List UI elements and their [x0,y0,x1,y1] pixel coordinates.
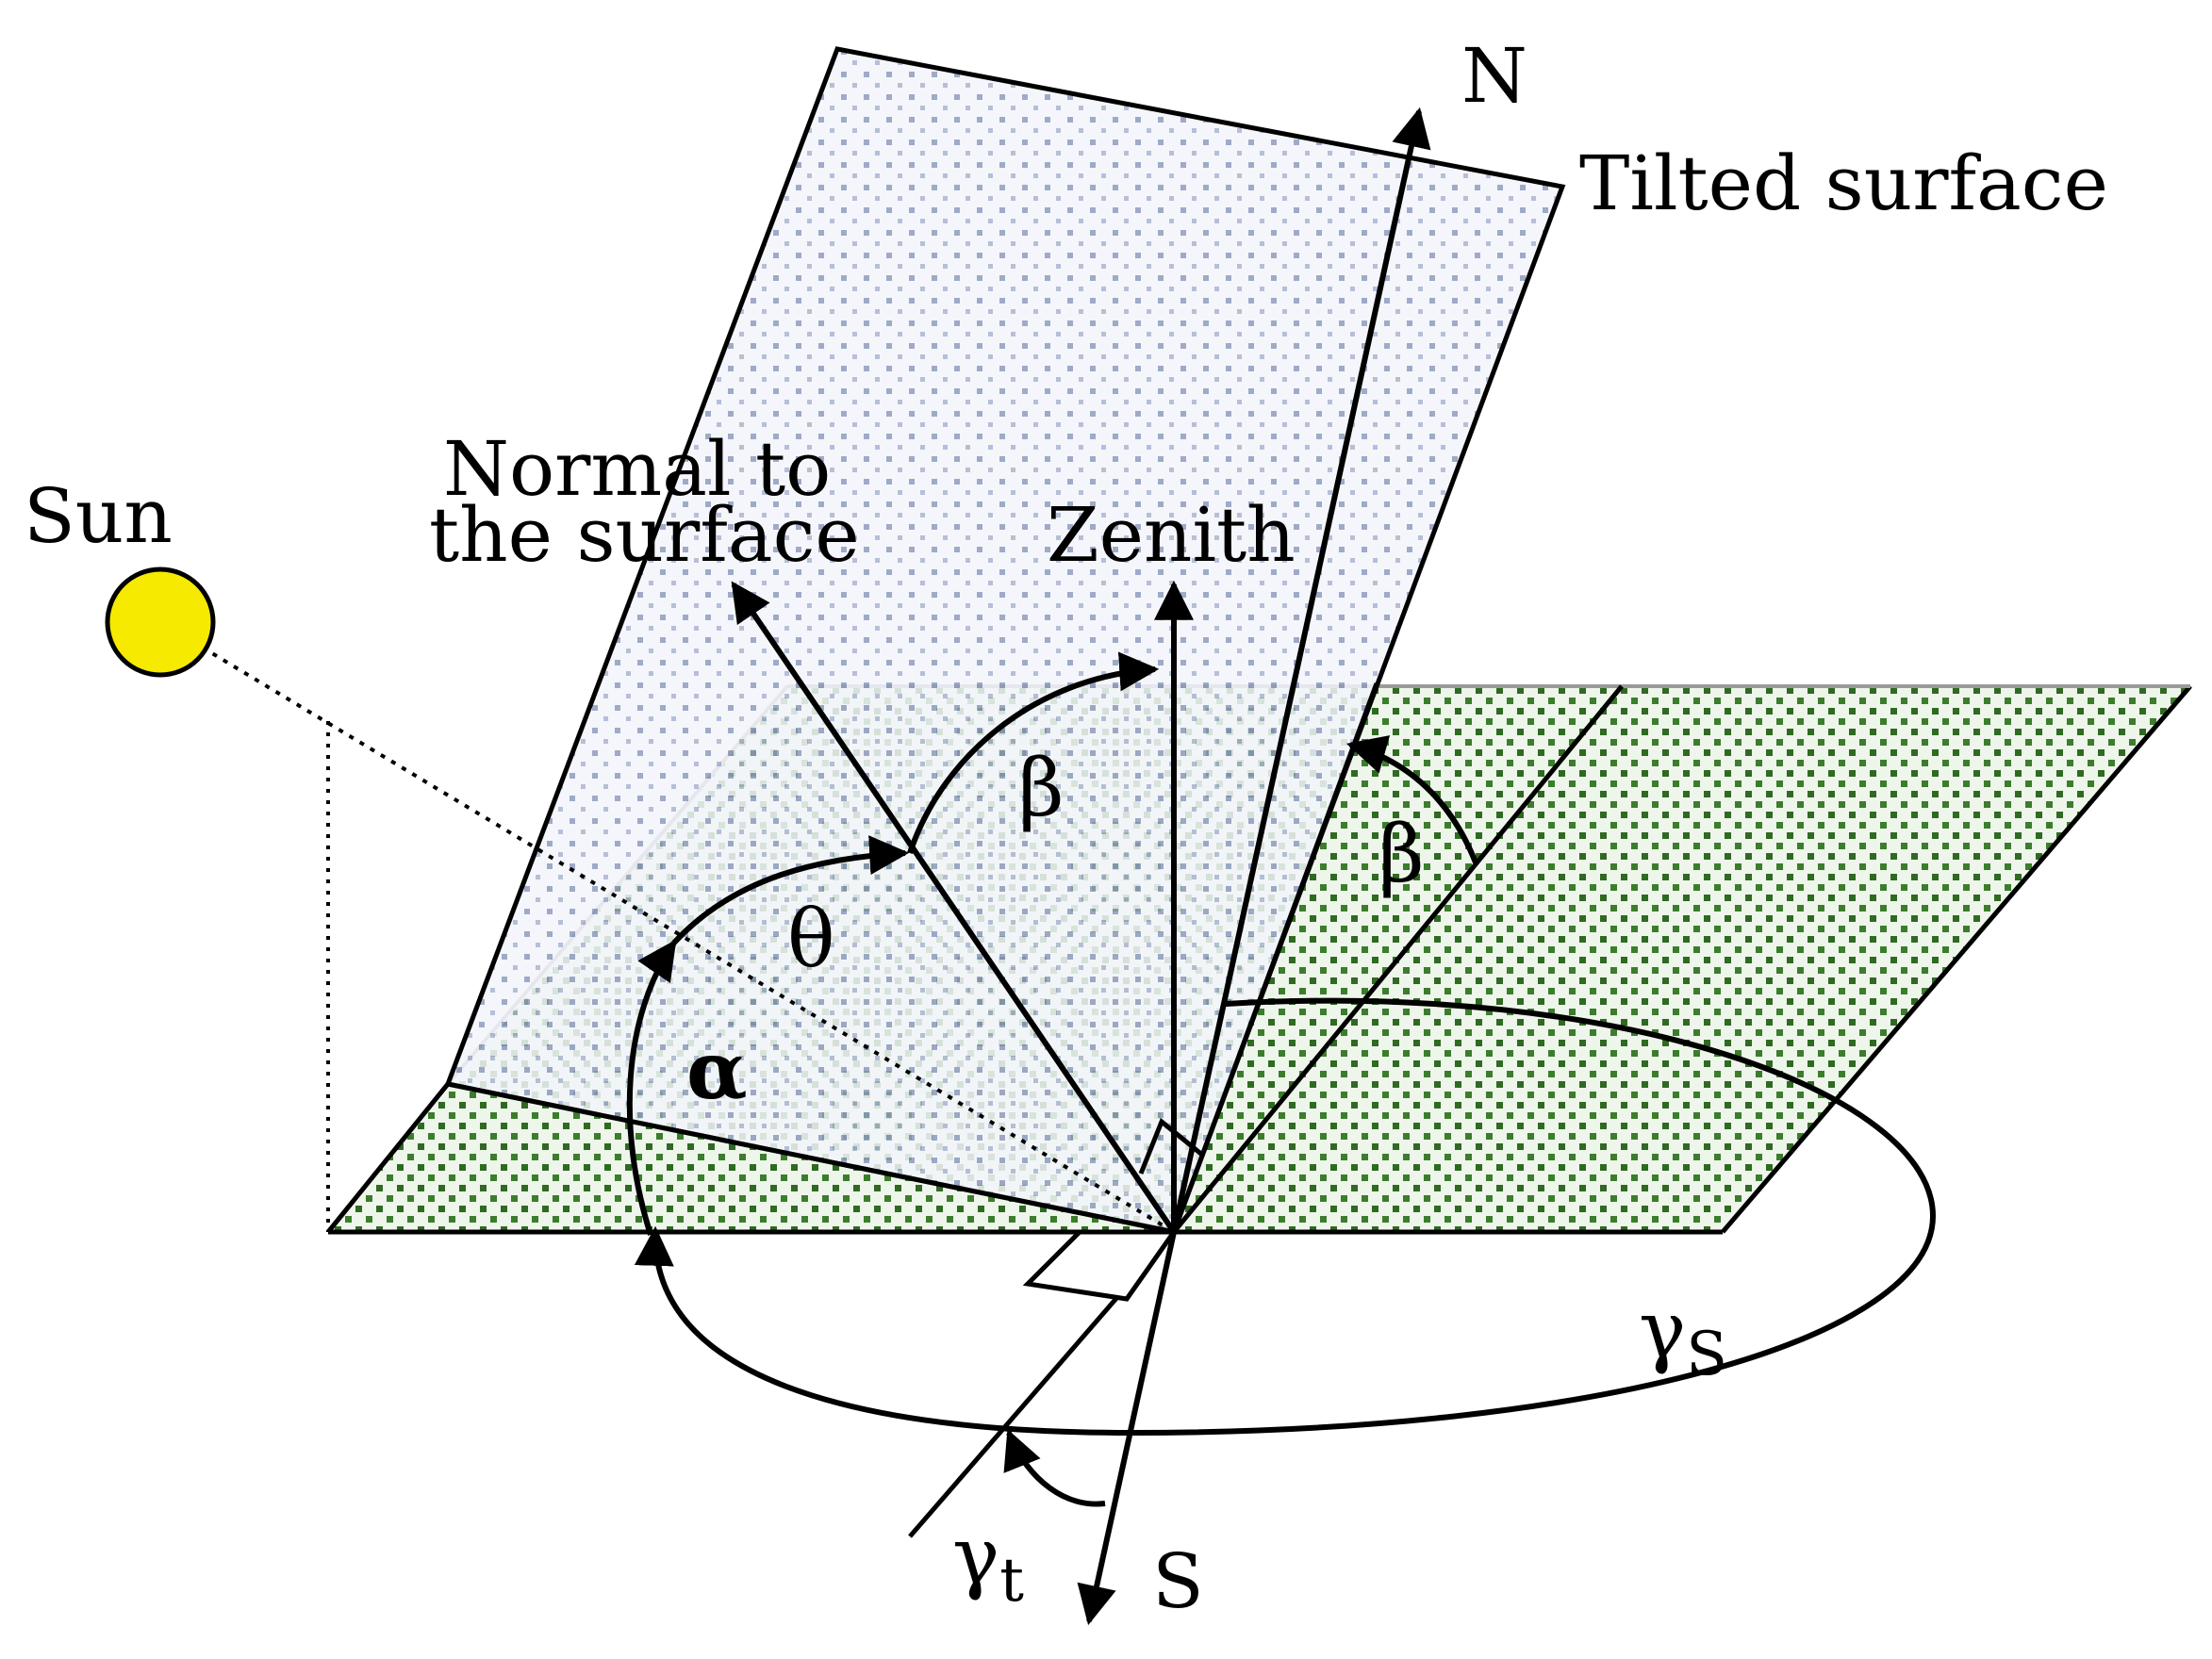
label-beta-upper: β [1018,742,1065,834]
gamma-t-arc [1003,1429,1106,1507]
label-normal-line1: Normal to [443,425,831,513]
label-tilted-surface: Tilted surface [1579,140,2108,227]
label-theta: θ [787,893,835,985]
label-sun: Sun [24,472,173,560]
label-beta-right: β [1378,808,1425,900]
label-zenith: Zenith [1047,491,1296,579]
label-gamma-t: γt [952,1510,1024,1616]
beta-tilt-arc-upper [907,651,1160,854]
label-gamma-t-base: γ [952,1510,999,1602]
label-gamma-t-sub: t [999,1546,1024,1616]
label-south: S [1152,1537,1204,1625]
label-gamma-s: γS [1639,1284,1727,1389]
theta-incidence-arc [671,835,910,945]
sun-ray-line [158,620,1176,1234]
sun-circle [105,567,216,678]
label-gamma-s-sub: S [1686,1320,1727,1389]
label-normal-line2: the surface [429,491,860,579]
alpha-altitude-arc [626,939,677,1236]
gamma-s-azimuth-arc [634,997,1937,1437]
north-arrow-line [1171,107,1431,1233]
south-arrow-line [1077,1231,1177,1626]
label-north: N [1461,32,1527,120]
beta-tilt-arc-right [1345,735,1478,864]
label-gamma-s-base: γ [1639,1284,1686,1376]
label-alpha: α [686,1024,748,1117]
surface-normal-arrow-line [731,581,1177,1234]
